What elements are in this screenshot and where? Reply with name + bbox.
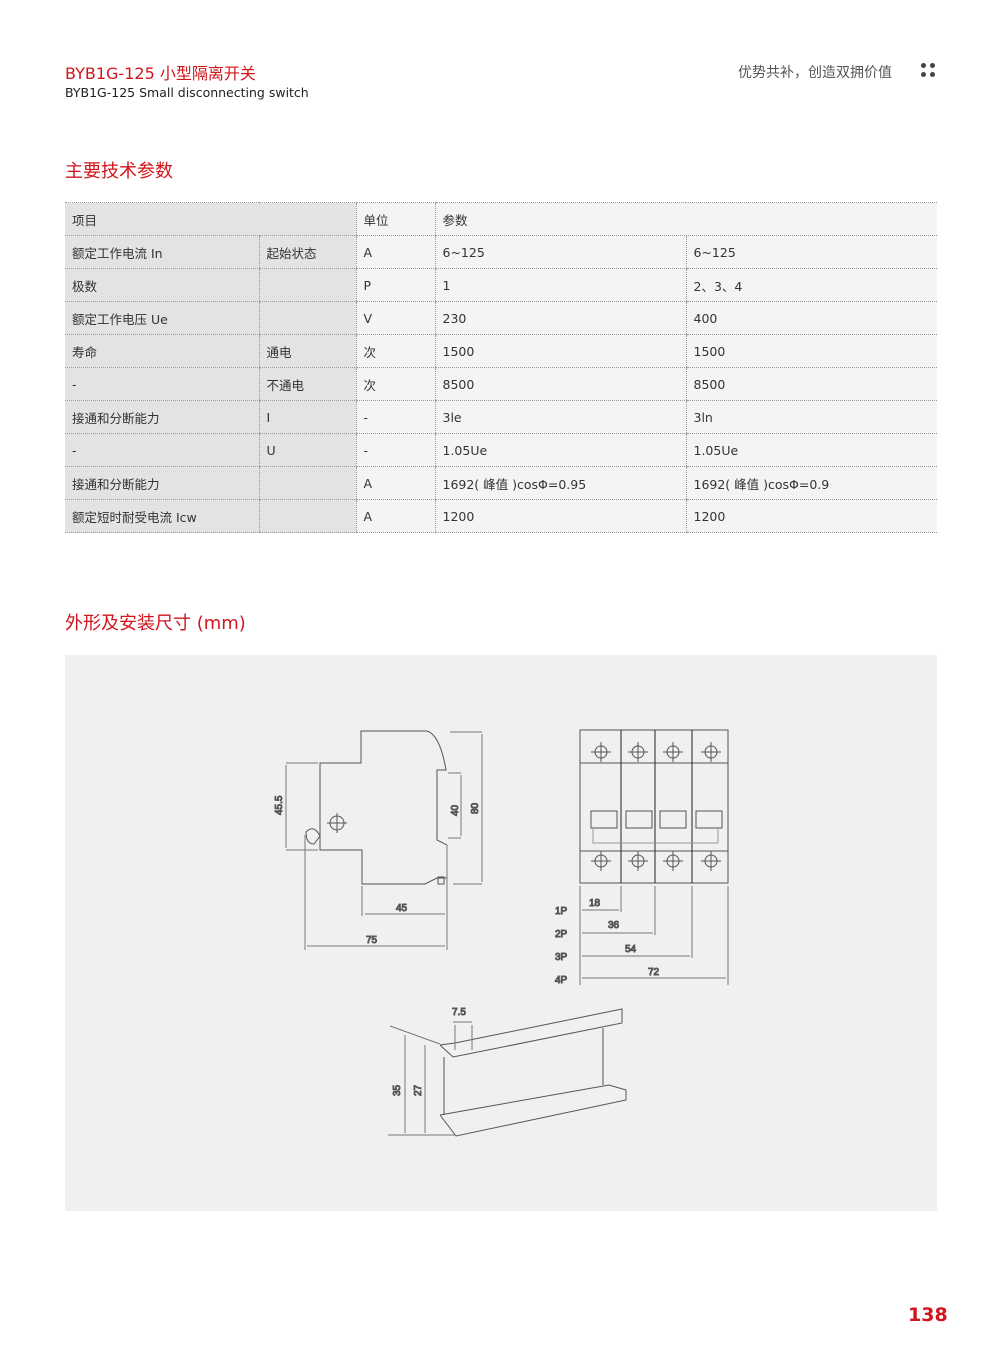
cell-unit: V	[355, 301, 435, 335]
cell-param-2: 3ln	[685, 400, 937, 434]
cell-param-1: 1692( 峰值 )cosΦ=0.95	[434, 466, 686, 500]
dots-icon	[921, 63, 937, 79]
dim-54: 54	[625, 944, 637, 955]
cell-unit: -	[355, 433, 435, 467]
cell-sub-item	[258, 268, 356, 302]
page-number: 138	[908, 1304, 948, 1326]
cell-sub-item	[258, 301, 356, 335]
cell-param-2: 1500	[685, 334, 937, 368]
cell-param-2: 400	[685, 301, 937, 335]
cell-item: 额定工作电流 In	[65, 235, 259, 269]
cell-sub-item: 通电	[258, 334, 356, 368]
cell-sub-item	[258, 466, 356, 500]
dim-80: 80	[470, 802, 481, 814]
cell-param-1: 3le	[434, 400, 686, 434]
cell-param-1: 6~125	[434, 235, 686, 269]
dim-18: 18	[589, 898, 601, 909]
dim-72: 72	[648, 967, 660, 978]
cell-param-1: 230	[434, 301, 686, 335]
cell-sub-item: 不通电	[258, 367, 356, 401]
cell-unit: P	[355, 268, 435, 302]
dim-27: 27	[413, 1084, 424, 1096]
cell-param-1: 1.05Ue	[434, 433, 686, 467]
cell-item: 额定短时耐受电流 Icw	[65, 499, 259, 533]
cell-sub-item: 起始状态	[258, 235, 356, 269]
cell-param-2: 1200	[685, 499, 937, 533]
table-header-row: 项目 单位 参数	[65, 202, 937, 236]
pole-2p: 2P	[555, 929, 568, 940]
pole-3p: 3P	[555, 952, 568, 963]
screw-terminal-icon	[663, 851, 683, 871]
cell-unit: A	[355, 499, 435, 533]
dim-45-5: 45.5	[274, 795, 285, 815]
header-unit: 单位	[355, 202, 435, 236]
cell-param-1: 1200	[434, 499, 686, 533]
cell-param-1: 1500	[434, 334, 686, 368]
cell-param-1: 8500	[434, 367, 686, 401]
dimension-drawing: 45.5 40 80 45 75 18 36 54 72 1P 2P 3P 4P…	[65, 655, 937, 1211]
cell-param-2: 8500	[685, 367, 937, 401]
header-param: 参数	[434, 202, 937, 236]
cell-item: -	[65, 433, 259, 467]
dim-75: 75	[366, 935, 378, 946]
cell-sub-item	[258, 499, 356, 533]
cell-unit: 次	[355, 334, 435, 368]
dim-7-5: 7.5	[452, 1007, 466, 1018]
cell-param-2: 2、3、4	[685, 268, 937, 302]
section-title-dimensions: 外形及安装尺寸 (mm)	[65, 613, 246, 634]
header-item: 项目	[65, 202, 356, 236]
cell-item: 极数	[65, 268, 259, 302]
cell-param-2: 6~125	[685, 235, 937, 269]
dim-36: 36	[608, 920, 620, 931]
dim-45: 45	[396, 903, 408, 914]
cell-sub-item: U	[258, 433, 356, 467]
title-en: BYB1G-125 Small disconnecting switch	[65, 85, 309, 100]
cell-unit: A	[355, 466, 435, 500]
screw-terminal-icon	[701, 851, 721, 871]
cell-sub-item: I	[258, 400, 356, 434]
dimension-drawing-svg: 45.5 40 80 45 75 18 36 54 72 1P 2P 3P 4P…	[274, 729, 729, 1137]
pole-4p: 4P	[555, 975, 568, 986]
slogan: 优势共补，创造双拥价值	[738, 65, 892, 81]
screw-terminal-icon	[663, 742, 683, 762]
cell-unit: 次	[355, 367, 435, 401]
screw-terminal-icon	[701, 742, 721, 762]
front-view	[579, 729, 729, 985]
title-cn: BYB1G-125 小型隔离开关	[65, 64, 256, 83]
screw-terminal-icon	[591, 742, 611, 762]
screw-terminal-icon	[628, 742, 648, 762]
cell-item: 额定工作电压 Ue	[65, 301, 259, 335]
side-view	[285, 730, 483, 950]
din-rail	[388, 1008, 627, 1137]
cell-unit: -	[355, 400, 435, 434]
dim-40: 40	[450, 804, 461, 816]
cell-item: 接通和分断能力	[65, 466, 259, 500]
section-title-parameters: 主要技术参数	[65, 161, 173, 182]
dim-35: 35	[392, 1084, 403, 1096]
screw-terminal-icon	[591, 851, 611, 871]
cell-param-2: 1.05Ue	[685, 433, 937, 467]
cell-item: -	[65, 367, 259, 401]
cell-item: 接通和分断能力	[65, 400, 259, 434]
cell-unit: A	[355, 235, 435, 269]
cell-param-2: 1692( 峰值 )cosΦ=0.9	[685, 466, 937, 500]
cell-item: 寿命	[65, 334, 259, 368]
pole-1p: 1P	[555, 906, 568, 917]
cell-param-1: 1	[434, 268, 686, 302]
screw-terminal-icon	[628, 851, 648, 871]
